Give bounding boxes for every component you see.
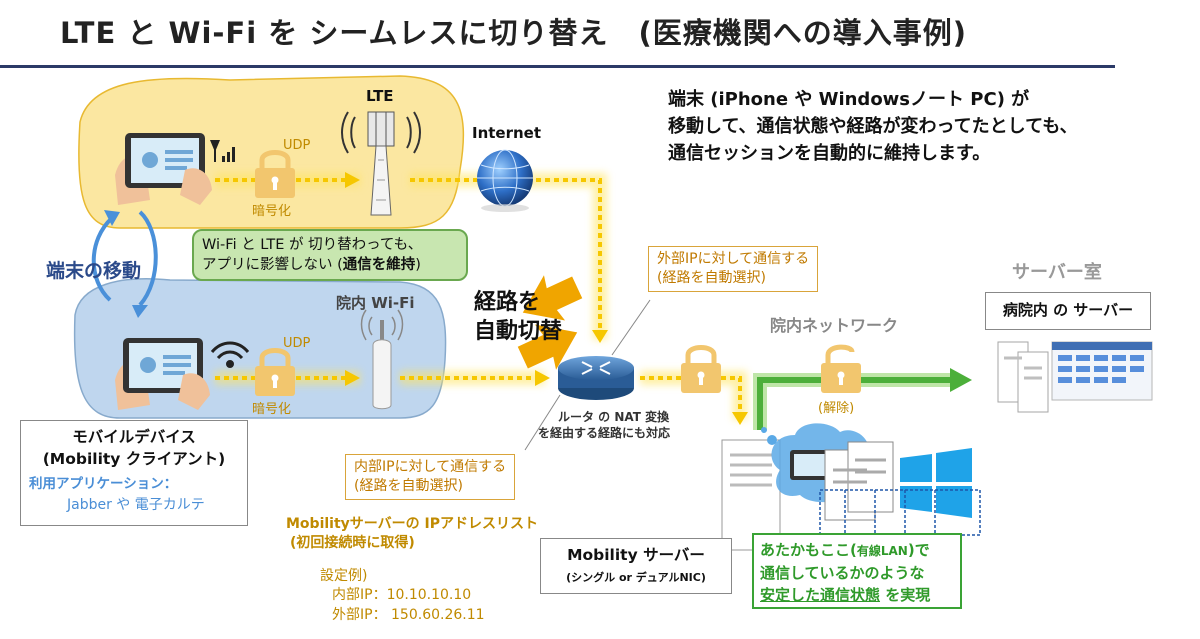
internet-globe-icon [477, 149, 533, 212]
router-line-1: ルータ の NAT 変換 [558, 410, 670, 424]
ip-internal: 内部IP：10.10.10.10 [332, 587, 472, 603]
callout-line-2: アプリに影響しない (通信を維持) [202, 257, 421, 273]
windows-logo-icon [900, 448, 972, 518]
title-rule [0, 65, 1115, 68]
lock-hospital [681, 345, 721, 393]
route-switch-line-2: 自動切替 [474, 319, 563, 344]
ip-external: 外部IP： 150.60.26.11 [332, 607, 485, 623]
hospital-network-label: 院内ネットワーク [770, 316, 899, 335]
external-ip-connector [611, 299, 651, 356]
route-switch-line-1: 経路を [474, 290, 541, 315]
mobility-server-icon [721, 439, 781, 551]
lte-encrypt: 暗号化 [252, 204, 292, 219]
device-line-2: (Mobility クライアント) [42, 450, 226, 468]
wifi-protocol: UDP [283, 336, 311, 351]
unlock-label: (解除) [818, 401, 855, 416]
description-line-2: 移動して、通信状態や経路が変わってたとしても、 [668, 116, 1078, 137]
wifi-access-point-icon [360, 309, 404, 410]
lte-tower-icon [341, 111, 421, 216]
router-line-2: を経由する経路にも対応 [538, 426, 671, 440]
wifi-signal-icon [210, 341, 250, 368]
yellow-arrowheads [345, 172, 748, 425]
move-label: 端末の移動 [46, 260, 142, 282]
external-ip-note: 外部IPに対して通信する (経路を自動選択) [648, 246, 819, 292]
internet-label: Internet [472, 124, 542, 142]
lte-protocol: UDP [283, 138, 311, 153]
page-title: LTE と Wi-Fi を シームレスに切り替え (医療機関への導入事例) [60, 16, 968, 50]
green-note-line-2: 通信しているかのような [760, 564, 925, 582]
description-line-1: 端末 (iPhone や Windowsノート PC) が [668, 89, 1030, 110]
server-room-screen-icon [1051, 341, 1153, 401]
ip-list-subtitle: (初回接続時に取得) [290, 535, 415, 551]
seamless-callout: Wi-Fi と LTE が 切り替わっても、 アプリに影響しない (通信を維持) [192, 229, 468, 281]
mobile-device-box: モバイルデバイス (Mobility クライアント) 利用アプリケーション： J… [20, 420, 248, 526]
lock-lte [255, 150, 295, 198]
ip-list-title: Mobilityサーバーの IPアドレスリスト [286, 516, 538, 532]
callout-line-1: Wi-Fi と LTE が 切り替わっても、 [202, 237, 423, 253]
server-racks-icon [824, 441, 894, 521]
server-line-1: Mobility サーバー [567, 546, 705, 564]
stable-connection-note: あたかもここ(有線LAN)で 通信しているかのような 安定した通信状態 を実現 [752, 533, 962, 609]
ip-example-label: 設定例) [320, 568, 368, 584]
server-room-label: サーバー室 [1012, 262, 1102, 283]
tablet-wifi [115, 338, 210, 410]
device-line-1: モバイルデバイス [72, 428, 196, 446]
apps-label: 利用アプリケーション： [29, 476, 178, 492]
wifi-encrypt: 暗号化 [252, 402, 292, 417]
apps-value: Jabber や 電子カルテ [67, 497, 205, 513]
green-note-line-3: 安定した通信状態 を実現 [760, 586, 931, 604]
antenna-signal-icon [210, 140, 235, 162]
server-room-racks-icon [997, 341, 1049, 413]
internal-ip-connector [524, 394, 561, 451]
unlocked-lock-icon [821, 344, 861, 393]
tablet-lte [115, 133, 212, 205]
green-note-line-1: あたかもここ(有線LAN)で [760, 541, 930, 559]
server-line-2: (シングル or デュアルNIC) [566, 571, 706, 584]
green-path [753, 368, 972, 430]
route-switch-arrows-icon [517, 275, 583, 370]
hospital-server-box: 病院内 の サーバー [985, 292, 1151, 330]
wifi-label: 院内 Wi-Fi [336, 294, 415, 312]
mobility-server-box: Mobility サーバー (シングル or デュアルNIC) [540, 538, 732, 594]
router-icon [558, 356, 634, 400]
description-line-3: 通信セッションを自動的に維持します。 [668, 143, 991, 164]
lte-label: LTE [366, 87, 394, 105]
lock-wifi [255, 348, 295, 396]
move-arrows-icon [91, 210, 158, 307]
internal-ip-note: 内部IPに対して通信する (経路を自動選択) [345, 454, 516, 500]
